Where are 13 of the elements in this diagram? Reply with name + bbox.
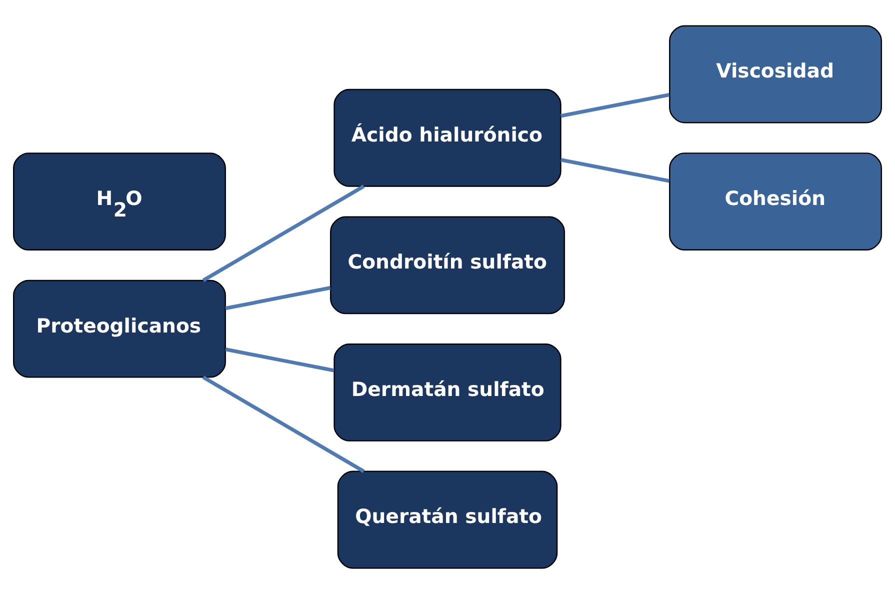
node-box: Proteoglicanos xyxy=(13,279,226,378)
connector xyxy=(560,92,670,118)
node-box: Cohesión xyxy=(669,152,882,250)
connector xyxy=(202,375,365,472)
node-box: Viscosidad xyxy=(669,24,882,123)
node-box: Ácido hialurónico xyxy=(334,88,562,186)
connector xyxy=(202,184,365,282)
node-box: Condroitín sulfato xyxy=(330,216,565,314)
node-box: Dermatán sulfato xyxy=(334,343,562,441)
node-box: Queratán sulfato xyxy=(337,470,558,568)
connector xyxy=(560,158,670,182)
connector xyxy=(225,347,334,372)
connector xyxy=(225,286,331,310)
